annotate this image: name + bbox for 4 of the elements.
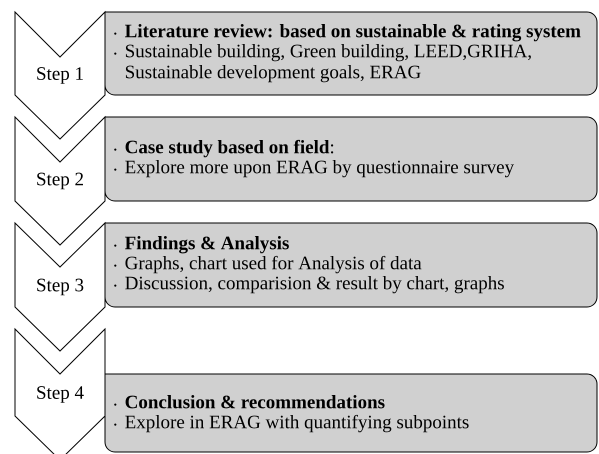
step-box: Conclusion & recommendations Explore in ERAG with quantifying subpoints	[104, 374, 598, 452]
step-box: Literature review: based on sustainable & rating system Sustainable building, Green building, LEED,GRIHA, Sustainable development goals, ERAG	[104, 12, 598, 96]
step-box: Case study based on field: Explore more upon ERAG by questionnaire survey	[104, 116, 598, 202]
step-box: Findings & Analysis Graphs, chart used for Analysis of data Discussion, comparision & result by chart, graphs	[104, 222, 598, 308]
